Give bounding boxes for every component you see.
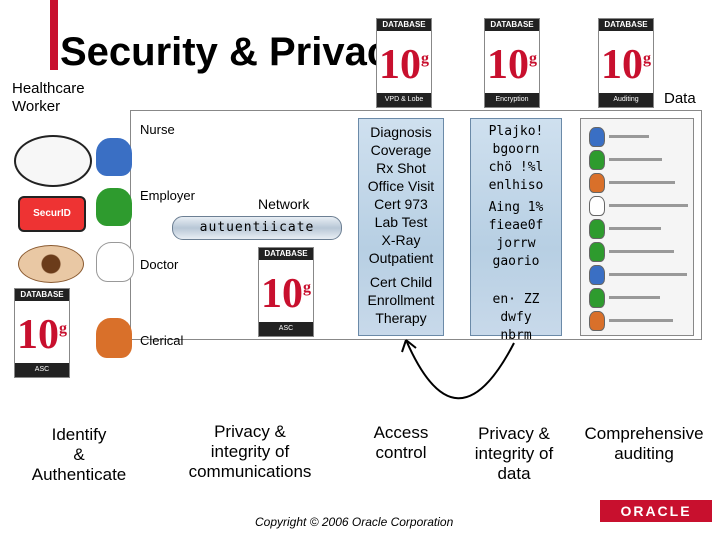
- oracle-logo: ORACLE: [600, 500, 712, 522]
- audit-person-icon: [589, 196, 605, 216]
- audit-trail-line: [609, 181, 675, 184]
- copyright-text: Copyright © 2006 Oracle Corporation: [255, 515, 454, 529]
- data-record-item: Lab Test: [374, 214, 428, 230]
- badge-product: 10g: [487, 42, 537, 88]
- badge-product: 10g: [379, 42, 429, 88]
- badge-bottom-label: ASC: [259, 322, 313, 336]
- caption-privacy-data: Privacy & integrity of data: [474, 424, 554, 483]
- eye-icon: [18, 245, 84, 283]
- audit-person-icon: [589, 150, 605, 170]
- data-record-item: Enrollment: [367, 292, 435, 308]
- audit-person-icon: [589, 219, 605, 239]
- audit-trail-line: [609, 319, 673, 322]
- badge-product: 10g: [17, 312, 67, 358]
- data-record-item: X-Ray: [381, 232, 421, 248]
- encrypted-record-item: enlhiso: [488, 178, 544, 193]
- securid-label: SecurID: [33, 208, 71, 219]
- badge-top-label: DATABASE: [15, 289, 69, 301]
- audit-trail-line: [609, 296, 660, 299]
- encrypted-record-item: jorrw: [496, 236, 536, 251]
- doctor-label: Doctor: [140, 257, 179, 272]
- caption-identify-authenticate: Identify & Authenticate: [31, 425, 127, 484]
- audit-person-icon: [589, 127, 605, 147]
- encrypted-record-item: en· ZZ: [492, 292, 540, 307]
- encrypted-record-item: dwfy: [500, 310, 532, 325]
- employer-label: Employer: [140, 188, 195, 203]
- data-record-item: Office Visit: [367, 178, 435, 194]
- badge-bottom-label: VPD & Lobe: [377, 93, 431, 107]
- network-encrypted-text: autuentiicate: [199, 220, 315, 235]
- database-10g-vpd-badge: DATABASE 10g VPD & Lobe: [376, 18, 432, 108]
- encrypted-record-item: Plajko!: [488, 124, 544, 139]
- employer-person-icon: [96, 188, 132, 226]
- badge-top-label: DATABASE: [259, 248, 313, 260]
- audit-trail-line: [609, 273, 687, 276]
- audit-person-icon: [589, 311, 605, 331]
- encrypted-record-item: nbrm: [500, 328, 532, 343]
- nurse-label: Nurse: [140, 122, 175, 137]
- healthcare-worker-label: Healthcare Worker: [12, 80, 85, 115]
- title-accent-bar: [50, 0, 58, 70]
- audit-person-icon: [589, 288, 605, 308]
- page-title: Security & Privacy: [60, 30, 412, 74]
- thought-bubble-icon: [14, 135, 92, 187]
- audit-trail-line: [609, 158, 662, 161]
- data-record-item: Cert Child: [369, 274, 433, 290]
- audit-records-column: [580, 118, 694, 336]
- badge-product: 10g: [601, 42, 651, 88]
- encrypted-record-item: Aing 1%: [488, 200, 544, 215]
- securid-token-icon: SecurID: [18, 196, 86, 232]
- doctor-person-icon: [96, 242, 134, 282]
- network-label: Network: [258, 196, 310, 212]
- network-pipe: autuentiicate: [172, 216, 342, 240]
- audit-trail-line: [609, 135, 649, 138]
- encrypted-record-item: bgoorn: [492, 142, 540, 157]
- nurse-person-icon: [96, 138, 132, 176]
- database-10g-asc-badge-left: DATABASE 10g ASC: [14, 288, 70, 378]
- data-record-item: Rx Shot: [376, 160, 426, 176]
- caption-privacy-communications: Privacy & integrity of communications: [188, 422, 312, 481]
- data-record-item: Diagnosis: [370, 124, 432, 140]
- audit-trail-line: [609, 250, 674, 253]
- encrypted-record-item: chö !%l: [488, 160, 544, 175]
- audit-person-icon: [589, 265, 605, 285]
- audit-person-icon: [589, 242, 605, 262]
- badge-top-label: DATABASE: [485, 19, 539, 31]
- database-10g-auditing-badge: DATABASE 10g Auditing: [598, 18, 654, 108]
- access-control-arrow: [401, 339, 515, 400]
- database-10g-encryption-badge: DATABASE 10g Encryption: [484, 18, 540, 108]
- data-label: Data: [664, 90, 696, 107]
- encrypted-record-item: gaorio: [492, 254, 540, 269]
- data-record-item: Coverage: [370, 142, 432, 158]
- badge-top-label: DATABASE: [377, 19, 431, 31]
- clerical-label: Clerical: [140, 333, 184, 348]
- data-record-item: Cert 973: [374, 196, 428, 212]
- audit-trail-line: [609, 227, 661, 230]
- audit-trail-line: [609, 204, 688, 207]
- data-record-item: Therapy: [375, 310, 427, 326]
- data-record-item: Outpatient: [368, 250, 434, 266]
- badge-top-label: DATABASE: [599, 19, 653, 31]
- database-10g-asc-badge-middle: DATABASE 10g ASC: [258, 247, 314, 337]
- clerical-person-icon: [96, 318, 132, 358]
- system-frame: [130, 110, 702, 340]
- encrypted-record-item: fieae0f: [488, 218, 544, 233]
- badge-bottom-label: ASC: [15, 363, 69, 377]
- badge-bottom-label: Encryption: [485, 93, 539, 107]
- badge-product: 10g: [261, 271, 311, 317]
- caption-access-control: Access control: [373, 423, 429, 462]
- badge-bottom-label: Auditing: [599, 93, 653, 107]
- audit-person-icon: [589, 173, 605, 193]
- caption-comprehensive-auditing: Comprehensive auditing: [584, 424, 704, 463]
